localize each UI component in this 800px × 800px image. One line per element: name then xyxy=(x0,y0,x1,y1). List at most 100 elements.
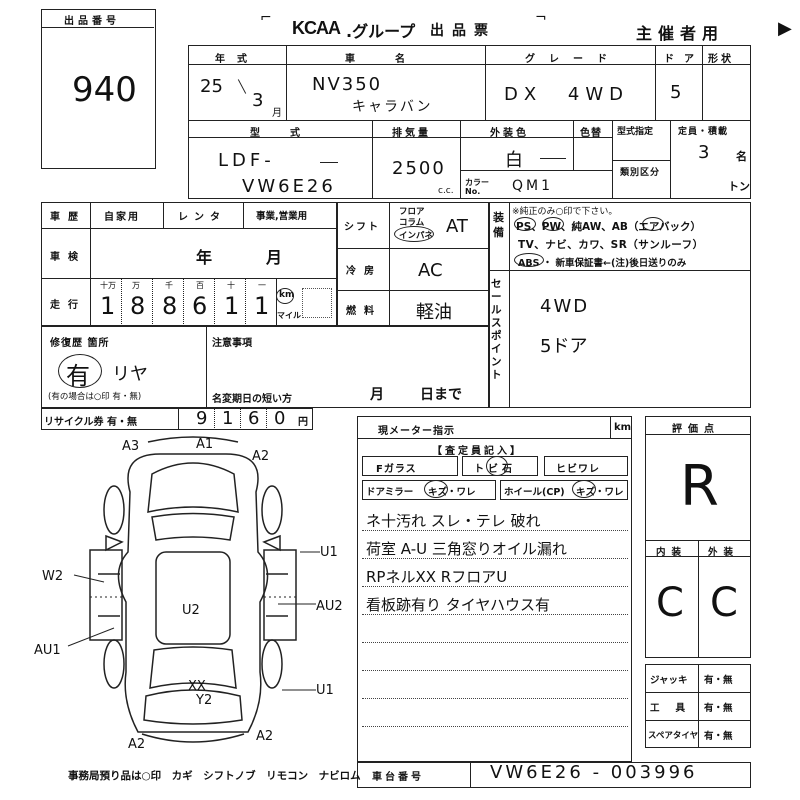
recycle-block xyxy=(41,408,313,430)
model-label: 車名 xyxy=(345,54,445,65)
month-value: 3 xyxy=(252,90,264,111)
designation-label: 型式指定 xyxy=(617,127,654,137)
header: ⌐ KCAA .グループ 出品票 ¬ 主催者用 ▶ xyxy=(260,10,792,43)
model-code-value-1: LDF- xyxy=(218,150,275,171)
model-value-line1: NV350 xyxy=(312,74,383,95)
repair-label: 修復歴 箇所 xyxy=(50,338,110,349)
inspector-line-3: RPネルXX RフロアU xyxy=(366,568,508,586)
door-mirror-label: ドアミラー xyxy=(366,487,414,498)
equipment-block xyxy=(489,202,751,408)
brand-logo: KCAA xyxy=(292,18,341,38)
jack-label: ジャッキ xyxy=(650,675,688,686)
chassis-block xyxy=(357,762,751,788)
doors-value: 5 xyxy=(670,82,682,103)
exterior-color-value: 白 xyxy=(505,150,523,171)
exterior-score-value: C xyxy=(710,580,738,626)
chassis-label: 車台番号 xyxy=(372,772,424,783)
slip-title: 出品票 xyxy=(430,23,496,39)
inspection-month-unit: 月 xyxy=(266,248,283,267)
mark-w2-left: W2 xyxy=(42,569,63,584)
jack-choice: 有・無 xyxy=(704,675,733,686)
chassis-value: VW6E26 - 003996 xyxy=(490,762,698,783)
inspector-line-1: ネ十汚れ スレ・テレ 破れ xyxy=(366,512,541,530)
model-value-line2: キャラバン xyxy=(352,99,433,115)
mark-u1-right: U1 xyxy=(320,545,338,560)
name-change-month-unit: 月 xyxy=(370,387,384,403)
mileage-digit-2: 8 xyxy=(130,292,146,320)
shift-floor: フロア xyxy=(399,207,425,217)
mark-a1-front: A1 xyxy=(196,437,213,452)
model-code-label: 型式 xyxy=(250,128,330,139)
tool-choice: 有・無 xyxy=(704,703,733,714)
month-unit: 月 xyxy=(272,108,282,119)
doors-label: ドア xyxy=(664,54,704,65)
meter-km-unit: km xyxy=(614,422,632,433)
inspector-heading: 【査定員記入】 xyxy=(432,446,523,457)
history-private: 自家用 xyxy=(104,212,140,223)
body-type-label: 形状 xyxy=(708,54,734,65)
interior-score-label: 内装 xyxy=(656,547,688,558)
fuel-label: 燃料 xyxy=(346,306,382,317)
km-unit: km xyxy=(279,290,295,300)
shift-block xyxy=(337,202,489,326)
equipment-label: 装備 xyxy=(493,211,504,239)
recycle-digit-3: 6 xyxy=(248,408,260,429)
mileage-digit-6: 1 xyxy=(254,292,270,320)
vehicle-damage-diagram: A3 A1 A2 U1 W2 AU1 U2 AU2 U1 XX Y2 A2 A2 xyxy=(34,436,343,752)
mark-a2-rear-right: A2 xyxy=(256,729,273,744)
front-glass-label: Fガラス xyxy=(376,464,417,475)
history-rental: レンタ xyxy=(178,212,226,223)
equipment-line2: TV、ナビ、カワ、SR（サンルーフ） xyxy=(518,239,704,251)
digit-unit-1: 一 xyxy=(258,281,266,290)
meter-label: 現メーター指示 xyxy=(378,426,455,437)
inspector-line-4: 看板跡有り タイヤハウス有 xyxy=(366,596,551,614)
mark-a3-front-left: A3 xyxy=(122,439,139,454)
score-value: R xyxy=(680,454,719,519)
ac-label: 冷房 xyxy=(346,266,382,277)
wheel-damage-options: キズ・ワレ xyxy=(576,487,624,498)
inspector-block xyxy=(357,416,632,762)
class-label: 類別区分 xyxy=(620,168,661,178)
color-number-value: QM1 xyxy=(512,178,554,194)
digit-unit-100k: 十万 xyxy=(100,281,116,290)
ac-value: AC xyxy=(418,260,443,281)
score-label: 評価点 xyxy=(672,424,720,435)
history-label: 車歴 xyxy=(50,212,86,223)
spare-tire-label: スペアタイヤ xyxy=(648,731,699,741)
recycle-label: リサイクル券 有・無 xyxy=(44,417,137,428)
main-form xyxy=(188,45,751,199)
equipment-line3: ABS ・ 新車保証書←(注)後日送りのみ xyxy=(518,258,687,269)
crack-label: ヒビワレ xyxy=(556,464,600,475)
mileage-label: 走行 xyxy=(50,300,86,311)
displacement-label: 排気量 xyxy=(392,128,431,139)
mileage-digit-5: 1 xyxy=(224,292,240,320)
interior-score-value: C xyxy=(656,580,684,626)
recycle-digit-4: 0 xyxy=(274,408,286,429)
displacement-unit: c.c. xyxy=(438,186,454,196)
repair-detail: リヤ xyxy=(112,364,148,385)
inspector-line-2: 荷室 A-U 三角窓りオイル漏れ xyxy=(366,540,567,558)
model-code-value-2: VW6E26 xyxy=(242,176,336,197)
inspection-label: 車検 xyxy=(50,252,86,263)
footer-items: 事務局預り品は○印 カギ シフトノブ リモコン ナビロム xyxy=(68,770,361,782)
recycle-digit-2: 1 xyxy=(222,408,234,429)
lot-number-label: 出品番号 xyxy=(64,16,120,27)
mark-xx-rear: XX xyxy=(188,679,206,694)
grade-label: グレード xyxy=(525,54,621,65)
tool-label: 工具 xyxy=(650,703,702,714)
organizer-label: 主催者用 xyxy=(636,24,725,43)
mark-au1-left: AU1 xyxy=(34,643,61,658)
color-change-label: 色替 xyxy=(580,128,602,139)
grade-value: DX 4WD xyxy=(504,84,630,105)
repair-notes-block xyxy=(41,326,489,408)
arrow-icon: ▶ xyxy=(778,18,792,39)
exterior-color-label: 外装色 xyxy=(490,128,529,139)
mileage-digit-1: 1 xyxy=(100,292,116,320)
recycle-digit-1: 9 xyxy=(196,408,208,429)
mark-a2-rear-left: A2 xyxy=(128,737,145,752)
exterior-score-label: 外装 xyxy=(708,547,740,558)
lot-number-box: 出品番号 940 xyxy=(41,9,156,169)
history-business: 事業,営業用 xyxy=(256,211,308,222)
capacity-label: 定員・積載 xyxy=(678,127,729,137)
year-label: 年式 xyxy=(215,54,259,65)
